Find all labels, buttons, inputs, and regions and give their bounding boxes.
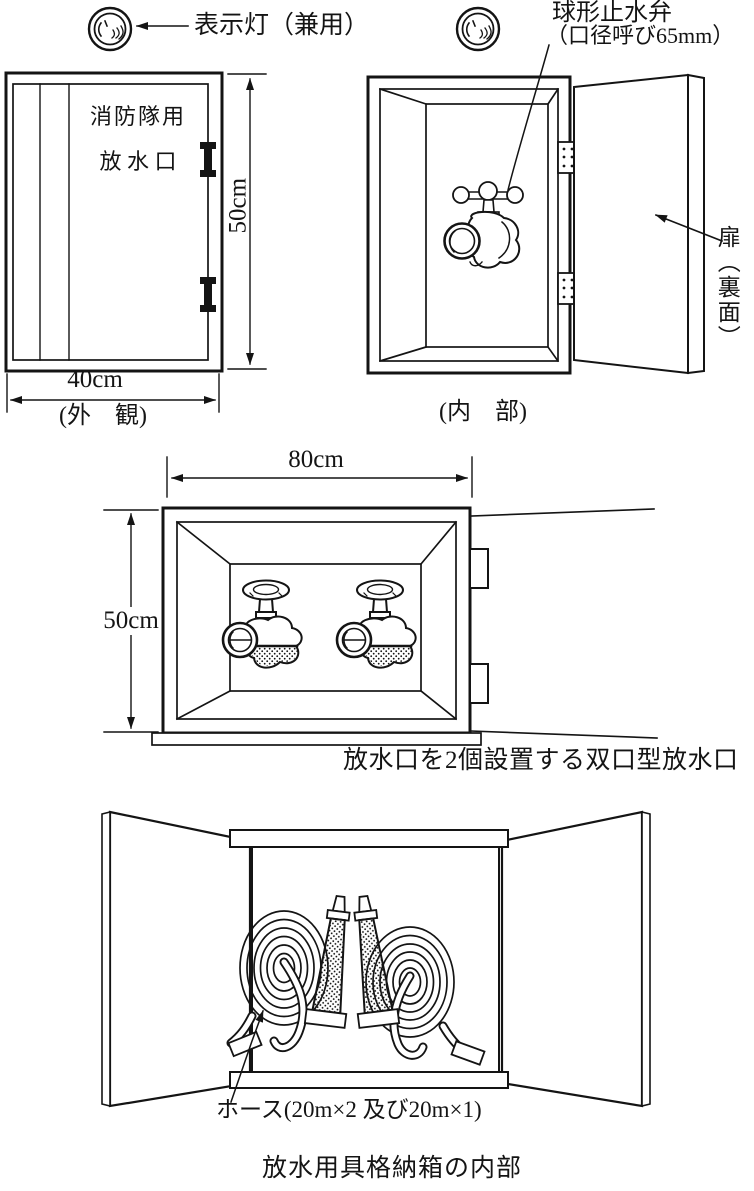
nozzle-icon	[353, 894, 401, 1029]
outlet-valve-icon	[221, 579, 303, 669]
box-height-dimension: 50cm	[102, 607, 160, 635]
indicator-light-icon	[87, 6, 133, 52]
open-door-drawing	[573, 73, 705, 375]
exterior-caption: (外 観)	[59, 403, 147, 429]
interior-caption: (内 部)	[439, 399, 527, 425]
hose-label: ホース(20m×2 及び20m×1)	[216, 1097, 482, 1122]
cabinet-door-text-line1: 消防隊用	[89, 104, 186, 129]
hose-leader-line	[230, 1010, 264, 1103]
indicator-light-label: 表示灯（兼用）	[194, 12, 370, 39]
double-outlet-box-drawing	[151, 506, 658, 746]
hose-end-drawing	[226, 957, 486, 1066]
door-back-label: 扉（裏面）	[714, 225, 740, 350]
door-arrow	[654, 213, 724, 243]
hinge-block-icon	[469, 548, 489, 589]
double-outlet-caption: 放水口を2個設置する双口型放水口	[343, 747, 739, 774]
open-door-edge	[470, 508, 655, 517]
hinge-block-icon	[469, 663, 489, 704]
storage-cabinet-drawing	[101, 810, 651, 1108]
nozzle-icon	[303, 894, 351, 1029]
dimension-lines-exterior	[6, 73, 267, 413]
indicator-light-icon	[455, 6, 501, 52]
left-door-drawing	[108, 810, 252, 1108]
ball-valve-label-line1: 球形止水弁	[552, 0, 672, 26]
exterior-height-dimension: 50cm	[224, 177, 252, 234]
box-width-dimension: 80cm	[288, 446, 344, 473]
hose-coil-icon	[239, 910, 329, 1026]
exterior-cabinet-drawing	[4, 71, 224, 373]
open-door-edge	[470, 730, 658, 739]
cabinet-door-text-line2: 放 水 口	[99, 149, 177, 174]
interior-cabinet-drawing	[366, 44, 724, 375]
ball-valve-icon	[443, 181, 524, 269]
hinge-icon	[200, 142, 216, 177]
exterior-width-dimension: 40cm	[67, 366, 123, 393]
storage-caption: 放水用具格納箱の内部	[262, 1155, 523, 1182]
outlet-valve-icon	[335, 579, 417, 669]
hinge-icon	[200, 277, 216, 312]
hose-coupling-icon	[450, 1040, 486, 1066]
leader-line	[507, 44, 550, 191]
ball-valve-label-line2: （口径呼び65mm）	[546, 23, 735, 48]
right-door-drawing	[500, 810, 644, 1108]
